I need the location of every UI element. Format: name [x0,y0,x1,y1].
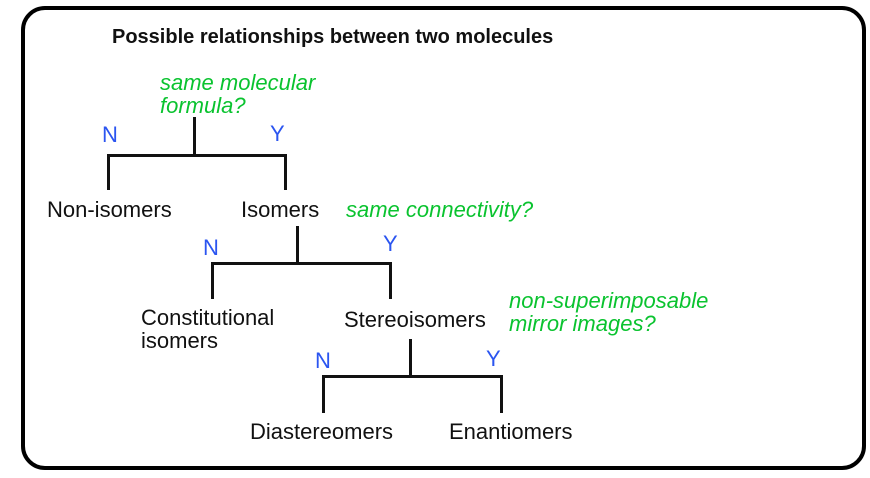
branch-letter-n-level1: N [102,122,118,147]
tree-stem-level2 [296,226,299,265]
node-constitutional-isomers: Constitutional isomers [141,306,274,352]
branch-letter-y-level1: Y [270,121,285,146]
question-non-superimposable-mirror-images: non-superimposable mirror images? [509,289,708,335]
tree-stem-level1 [193,117,196,157]
question-same-connectivity: same connectivity? [346,197,534,222]
tree-bar-level2 [211,262,392,265]
question-line: formula? [160,93,246,118]
node-diastereomers: Diastereomers [250,419,394,444]
tree-bar-level1 [107,154,287,157]
question-same-molecular-formula: same molecular formula? [160,71,315,117]
diagram-border-frame [21,6,866,470]
tree-drop-level1-yes [284,154,287,190]
node-non-isomers: Non-isomers [47,197,172,222]
branch-letter-n-level3: N [315,348,331,373]
branch-letter-y-level2: Y [383,231,398,256]
question-line: same molecular [160,70,316,95]
tree-drop-level2-yes [389,262,392,299]
node-isomers: Isomers [241,197,320,222]
tree-drop-level3-no [322,375,325,413]
tree-drop-level3-yes [500,375,503,413]
branch-letter-n-level2: N [203,235,219,260]
branch-letter-y-level3: Y [486,346,501,371]
tree-drop-level1-no [107,154,110,190]
tree-drop-level2-no [211,262,214,299]
diagram-title: Possible relationships between two molec… [112,26,554,48]
question-line: non-superimposable [509,288,709,313]
node-stereoisomers: Stereoisomers [344,307,486,332]
question-line: mirror images? [509,311,656,336]
tree-bar-level3 [322,375,503,378]
node-label-line: Constitutional [141,305,275,330]
node-label-line: isomers [141,328,219,353]
node-enantiomers: Enantiomers [449,419,573,444]
tree-stem-level3 [409,339,412,378]
